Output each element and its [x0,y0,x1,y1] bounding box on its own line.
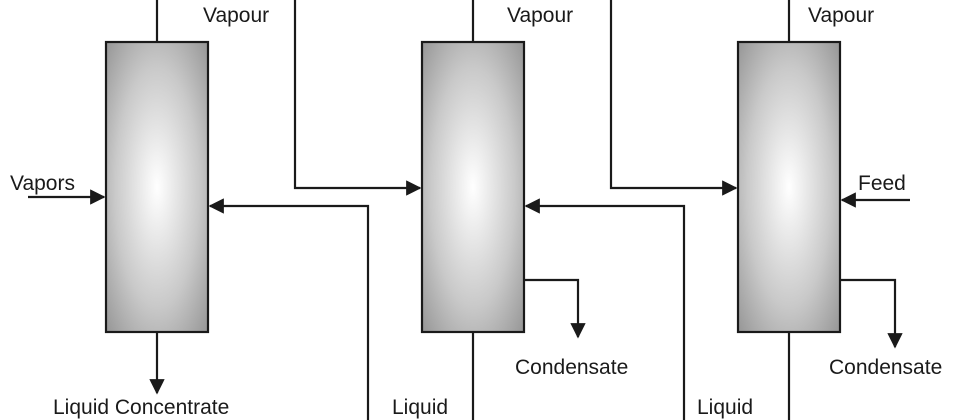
vapors-inlet-label: Vapors [10,172,75,195]
evaporator-vessel-2 [420,40,526,334]
condensate-label-3: Condensate [829,356,942,379]
liquid-label-3: Liquid [697,396,753,419]
vapour-to-vessel-2-arrow [293,0,422,196]
evaporator-vessel-3 [736,40,842,334]
liquid-transfer-to-vessel-1-arrow [208,198,370,420]
vapour-to-vessel-3-arrow [609,0,738,196]
feed-label: Feed [858,172,906,195]
condensate-outlet-arrow-2 [524,278,586,339]
vapour-label-1: Vapour [203,4,269,27]
liquid-label-2: Liquid [392,396,448,419]
liquid-concentrate-label: Liquid Concentrate [53,396,229,419]
evaporator-vessel-1 [104,40,210,334]
vapour-label-2: Vapour [507,4,573,27]
liquid-transfer-to-vessel-2-arrow [524,198,686,420]
condensate-label-2: Condensate [515,356,628,379]
condensate-outlet-arrow-3 [840,278,903,349]
vapour-label-3: Vapour [808,4,874,27]
